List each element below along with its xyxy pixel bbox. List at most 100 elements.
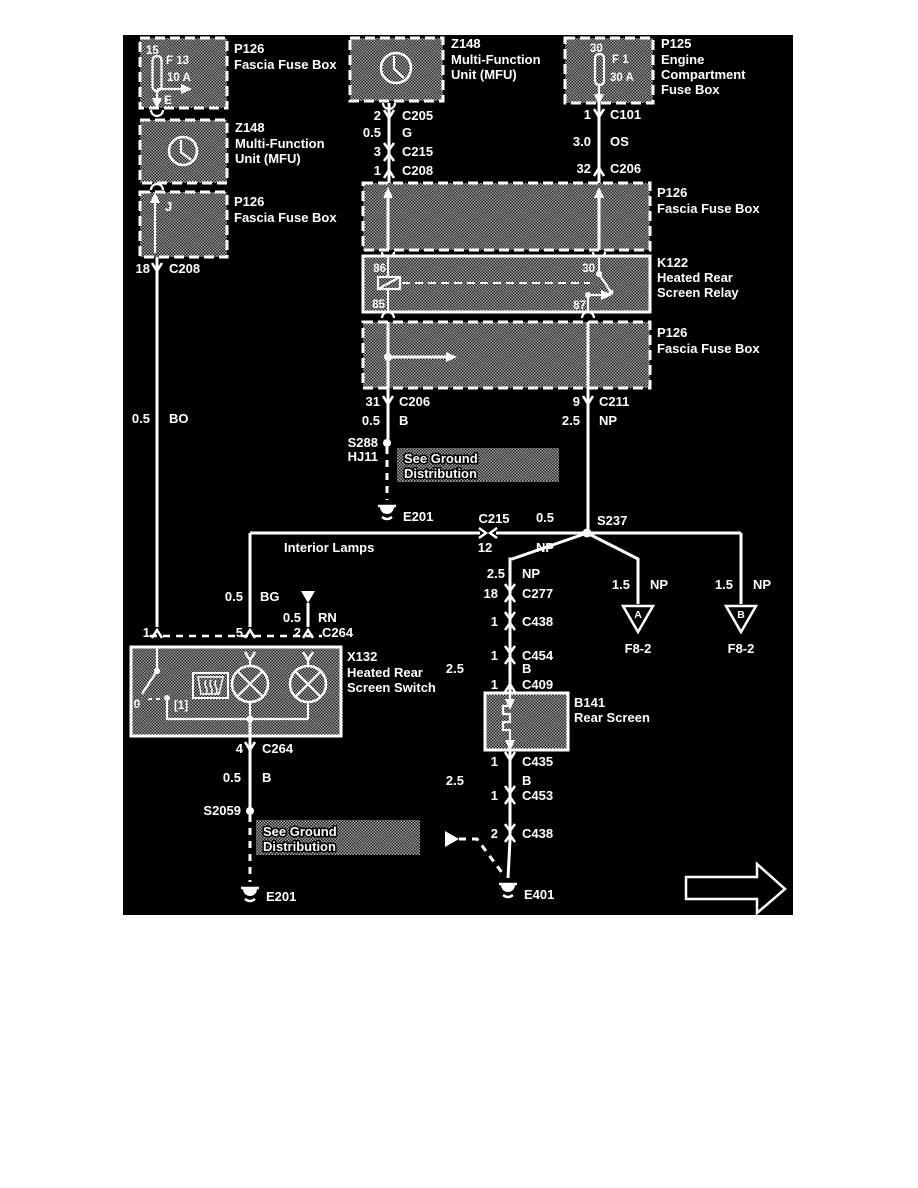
wire-size: 0.5 (225, 589, 243, 604)
component-id: P125 (661, 36, 691, 51)
connector-label: C453 (522, 788, 553, 803)
wire-rn-branch: 0.5 RN (283, 591, 337, 627)
component-id: Z148 (451, 36, 481, 51)
component-id: X132 (347, 649, 377, 664)
wire-size: 1.5 (715, 577, 733, 592)
ground-label: E401 (524, 887, 554, 902)
wire-np-to-s237: 9 C211 2.5 NP (562, 388, 629, 531)
splice-dot-s288 (383, 439, 391, 447)
wire-color: B (399, 413, 408, 428)
pin-number: 1 (584, 107, 591, 122)
component-name-line3: Fuse Box (661, 82, 720, 97)
component-name: Fascia Fuse Box (657, 201, 760, 216)
fuse-rating-label: 10 A (167, 72, 191, 84)
wire-size: 1.5 (612, 577, 630, 592)
relay-pin-86: 86 (373, 263, 386, 275)
component-name-line1: Engine (661, 52, 704, 67)
rear-screen-b141: B141 Rear Screen (483, 691, 650, 752)
pin-number: 3 (374, 144, 381, 159)
heater-element-symbol (501, 704, 512, 740)
offpage-triangle-a (620, 604, 656, 635)
connector-label: C205 (402, 108, 433, 123)
wire-color: OS (610, 134, 629, 149)
pin-number: 18 (484, 586, 498, 601)
interior-lamps-label: Interior Lamps (284, 540, 374, 555)
timer-hands-icon (179, 140, 192, 161)
pin-number: 1 (374, 163, 381, 178)
connector-label: C206 (610, 161, 641, 176)
connector-label: C438 (522, 614, 553, 629)
bus-wire: C215 0.5 12 NP Interior Lamps S237 (250, 510, 741, 555)
wire-color: NP (599, 413, 617, 428)
wire-color: B (522, 773, 531, 788)
relay-pin-85: 85 (372, 299, 385, 311)
component-id: P126 (234, 41, 264, 56)
connector-label: C409 (522, 677, 553, 692)
pin-number: 1 (491, 648, 498, 663)
note-line1: See Ground (263, 824, 337, 839)
component-id: P126 (657, 325, 687, 340)
splice-label: S288 (348, 435, 378, 450)
component-name-line1: Multi-Function (235, 136, 325, 151)
wire-size: 2.5 (562, 413, 580, 428)
wire-bo-left: 18 C208 0.5 BO (132, 257, 200, 627)
relay-coil-symbol (376, 275, 402, 291)
connector-label: C208 (402, 163, 433, 178)
see-ground-note-2: See Ground Distribution (256, 820, 420, 856)
connector-label: C438 (522, 826, 553, 841)
wire-size: 0.5 (283, 610, 301, 625)
relay-pin-87: 87 (573, 300, 586, 312)
component-id: P126 (657, 185, 687, 200)
connector-label: C206 (399, 394, 430, 409)
heated-screen-icon (192, 672, 229, 699)
connector-label: C264 (322, 625, 354, 640)
wire-os-right: 1 C101 3.0 OS 32 C206 (573, 103, 641, 183)
connector-label: C215 (402, 144, 433, 159)
pin-number: 1 (491, 788, 498, 803)
connector-label: C454 (522, 648, 554, 663)
fuse-box-p126-a: P126 Fascia Fuse Box (361, 181, 760, 252)
wire-color: BO (169, 411, 189, 426)
fuse-box-p126-j: J P126 Fascia Fuse Box (138, 190, 337, 259)
component-name-line2: Unit (MFU) (235, 151, 301, 166)
relay-pin-30: 30 (582, 263, 595, 275)
fuse-id-label: F 13 (166, 55, 189, 67)
wire-size: 2.5 (446, 661, 464, 676)
wire-g-mid: 2 C205 0.5 G 3 C215 1 C208 (363, 103, 433, 183)
pin-number: 4 (236, 741, 244, 756)
component-name: Rear Screen (574, 710, 650, 725)
component-name-line1: Heated Rear (657, 270, 733, 285)
offpage-ref: F8-2 (728, 641, 755, 656)
timer-icon (167, 135, 199, 167)
component-name-line2: Unit (MFU) (451, 67, 517, 82)
connector-row-c264: 1 5 2 C264 (143, 625, 354, 640)
component-id: K122 (657, 255, 688, 270)
fuse-tap-label: E (164, 95, 172, 107)
component-name-line1: Heated Rear (347, 665, 423, 680)
component-name-line2: Compartment (661, 67, 746, 82)
note-line2: Distribution (404, 466, 477, 481)
pin-number: 12 (478, 540, 492, 555)
connector-label: C211 (599, 394, 629, 409)
offpage-branch-b: 1.5 NP B F8-2 (715, 533, 771, 656)
fuse-pin-label: 15 (146, 45, 159, 57)
switch-x132: 0 [1] X132 Heated Rear Screen Switch (129, 645, 436, 738)
wire-size: 0.5 (363, 125, 381, 140)
relay-contact-blade (598, 273, 612, 293)
mfu-z148-mid: Z148 Multi-Function Unit (MFU) (348, 36, 541, 103)
offpage-triangle-b (723, 604, 759, 635)
wire-color: BG (260, 589, 280, 604)
fuse-rating-label: 30 A (610, 72, 634, 84)
wire-size: 0.5 (223, 770, 241, 785)
switch-blade (141, 670, 158, 695)
offpage-branch-a: 1.5 NP A F8-2 (586, 531, 668, 656)
pin-number: 1 (491, 754, 498, 769)
fuse-box-p126-top-left: 15 F 13 10 A E P126 Fascia Fuse Box (138, 36, 337, 110)
fuse-pin-label: 30 (590, 43, 603, 55)
connector-label: C277 (522, 586, 553, 601)
ground-label: E201 (403, 509, 433, 524)
wire-color: G (402, 125, 412, 140)
component-name-line2: Screen Switch (347, 680, 436, 695)
wire-size: 0.5 (536, 510, 554, 525)
